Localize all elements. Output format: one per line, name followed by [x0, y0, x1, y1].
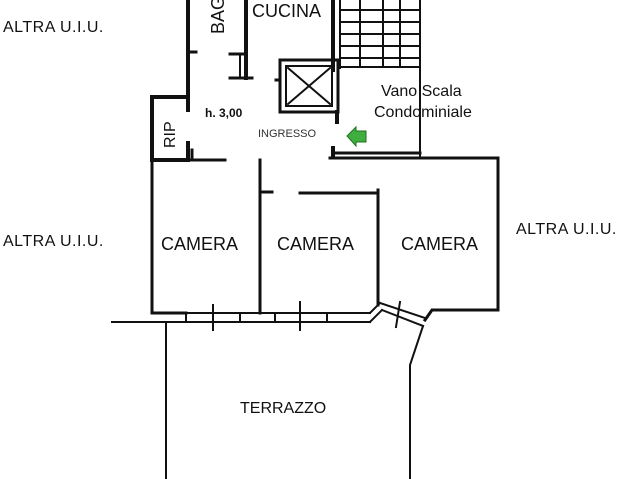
- room-label-camera-1: CAMERA: [161, 234, 239, 254]
- neighbor-label-mid-right: ALTRA U.I.U.: [516, 221, 617, 238]
- room-label-condominiale: Condominiale: [374, 104, 472, 121]
- neighbor-label-mid-left: ALTRA U.I.U.: [3, 233, 104, 250]
- staircase: [339, 0, 421, 159]
- room-label-cucina: CUCINA: [252, 1, 322, 21]
- room-walls: [150, 148, 500, 323]
- room-label-ingresso: INGRESSO: [258, 128, 317, 140]
- ceiling-height: h. 3,00: [205, 106, 243, 120]
- room-label-terrazzo: TERRAZZO: [240, 400, 327, 417]
- neighbor-label-top-left: ALTRA U.I.U.: [3, 19, 104, 36]
- room-label-rip: RIP: [162, 121, 179, 148]
- room-label-camera-2: CAMERA: [277, 234, 355, 254]
- room-label-camera-3: CAMERA: [401, 234, 479, 254]
- room-label-vano-scala: Vano Scala: [381, 83, 462, 100]
- facade-windows: [111, 300, 427, 331]
- entry-arrow-icon: [346, 125, 367, 148]
- room-label-bagno: BAGNO: [208, 0, 228, 34]
- elevator: [278, 58, 340, 114]
